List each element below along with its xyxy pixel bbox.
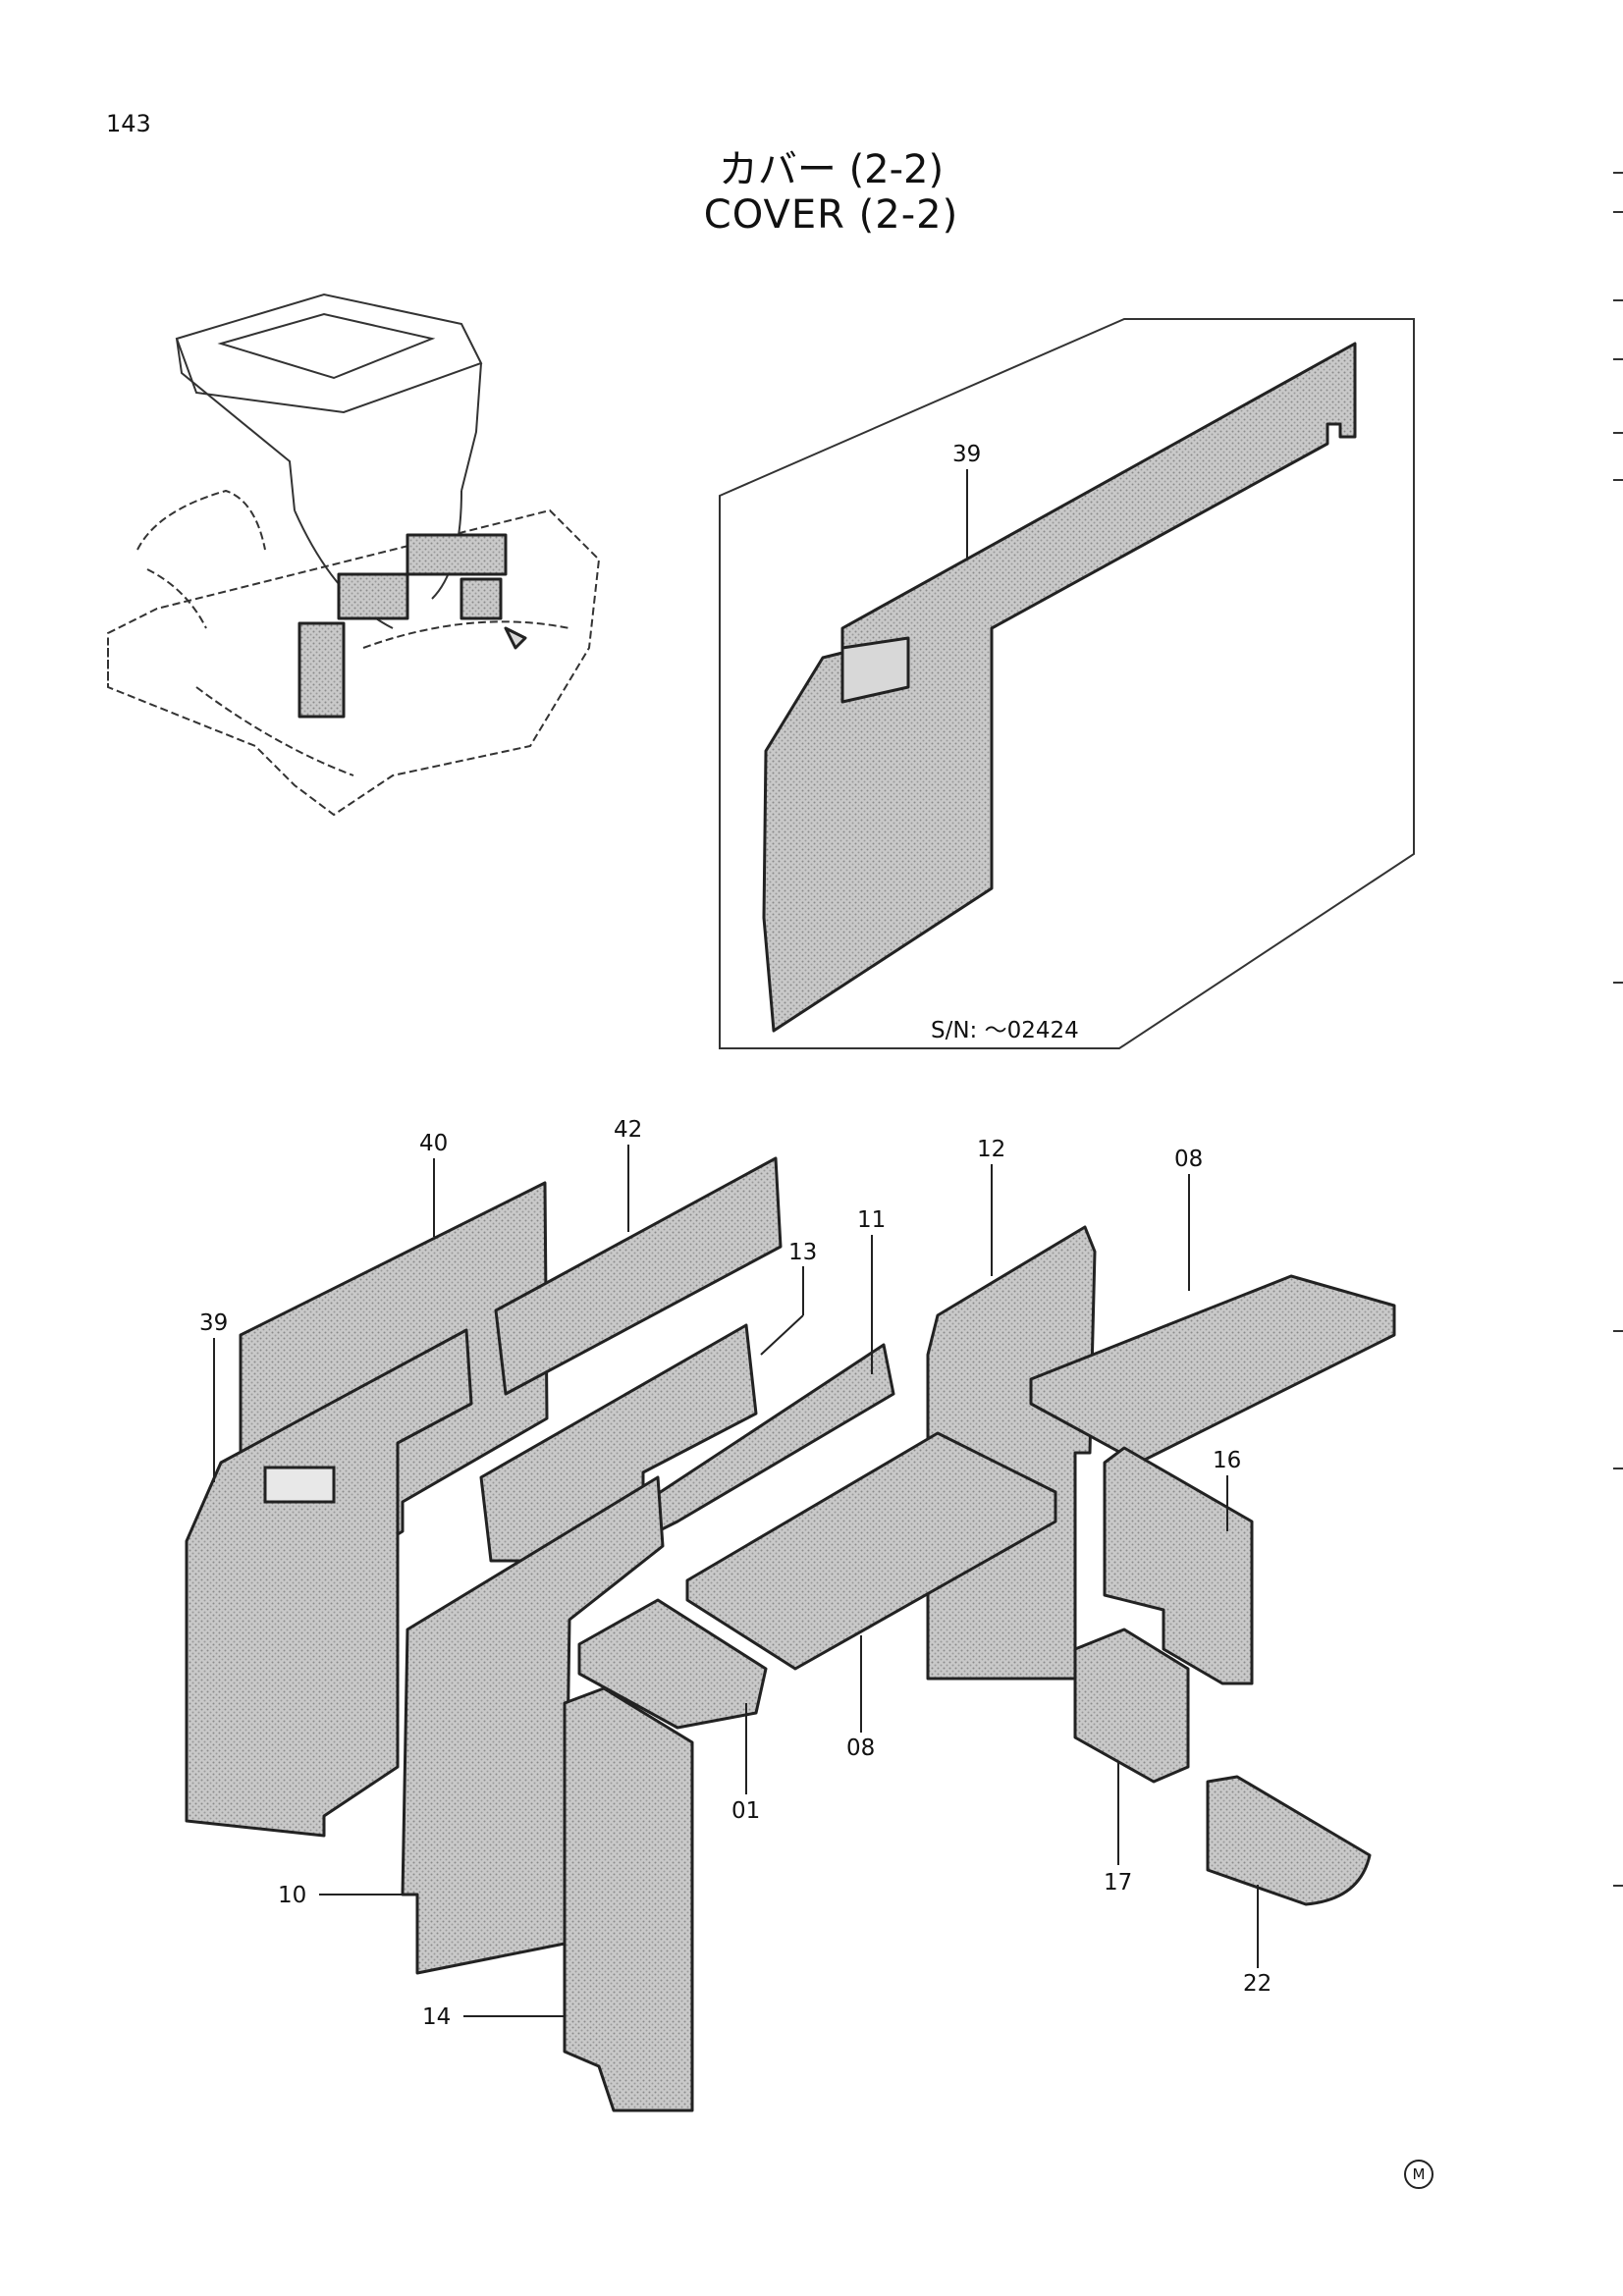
binding-edge-mark <box>1613 172 1623 174</box>
serial-inset: 39 S/N: ～02424 <box>719 318 1415 1049</box>
part-13 <box>479 1323 758 1563</box>
inset-callout-39: 39 <box>952 442 981 467</box>
callout-01: 01 <box>731 1798 760 1824</box>
binding-edge-mark <box>1613 982 1623 984</box>
callout-08-bottom: 08 <box>846 1735 875 1761</box>
part-14 <box>563 1686 694 2112</box>
callout-14: 14 <box>422 2004 451 2030</box>
part-22 <box>1206 1775 1372 1906</box>
page-number: 143 <box>106 110 151 137</box>
binding-edge-mark <box>1613 1330 1623 1332</box>
part-01 <box>577 1598 768 1730</box>
binding-edge-mark <box>1613 1885 1623 1887</box>
part-16 <box>1103 1446 1254 1685</box>
serial-number-note: S/N: ～02424 <box>931 1018 1079 1043</box>
callout-12: 12 <box>977 1137 1005 1162</box>
callout-22: 22 <box>1243 1971 1271 1997</box>
part-39 <box>185 1328 473 1838</box>
binding-edge-mark <box>1613 1468 1623 1469</box>
callout-40: 40 <box>419 1131 448 1156</box>
machine-location-sketch <box>107 293 601 817</box>
part-17 <box>1073 1628 1190 1784</box>
maker-mark-icon: M <box>1404 2160 1434 2189</box>
callout-11: 11 <box>857 1207 886 1233</box>
binding-edge-mark <box>1613 358 1623 360</box>
binding-edge-mark <box>1613 479 1623 481</box>
part-08-bottom <box>685 1431 1057 1671</box>
callout-13: 13 <box>788 1240 817 1265</box>
binding-edge-mark <box>1613 211 1623 213</box>
callout-08-top: 08 <box>1174 1147 1203 1172</box>
page-title-english: COVER (2-2) <box>703 192 959 238</box>
part-08-top <box>1029 1274 1396 1465</box>
binding-edge-mark <box>1613 299 1623 301</box>
callout-16: 16 <box>1213 1448 1241 1473</box>
binding-edge-mark <box>1613 432 1623 434</box>
callout-17: 17 <box>1104 1870 1132 1896</box>
callout-10: 10 <box>278 1883 306 1908</box>
callouts: 40 42 39 13 11 12 08 16 08 01 17 22 10 1… <box>199 1117 1271 2030</box>
callout-39: 39 <box>199 1310 228 1336</box>
part-42 <box>494 1156 783 1396</box>
exploded-parts <box>185 1156 1396 2112</box>
callout-42: 42 <box>614 1117 642 1143</box>
page-title-japanese: カバー (2-2) <box>718 147 945 192</box>
